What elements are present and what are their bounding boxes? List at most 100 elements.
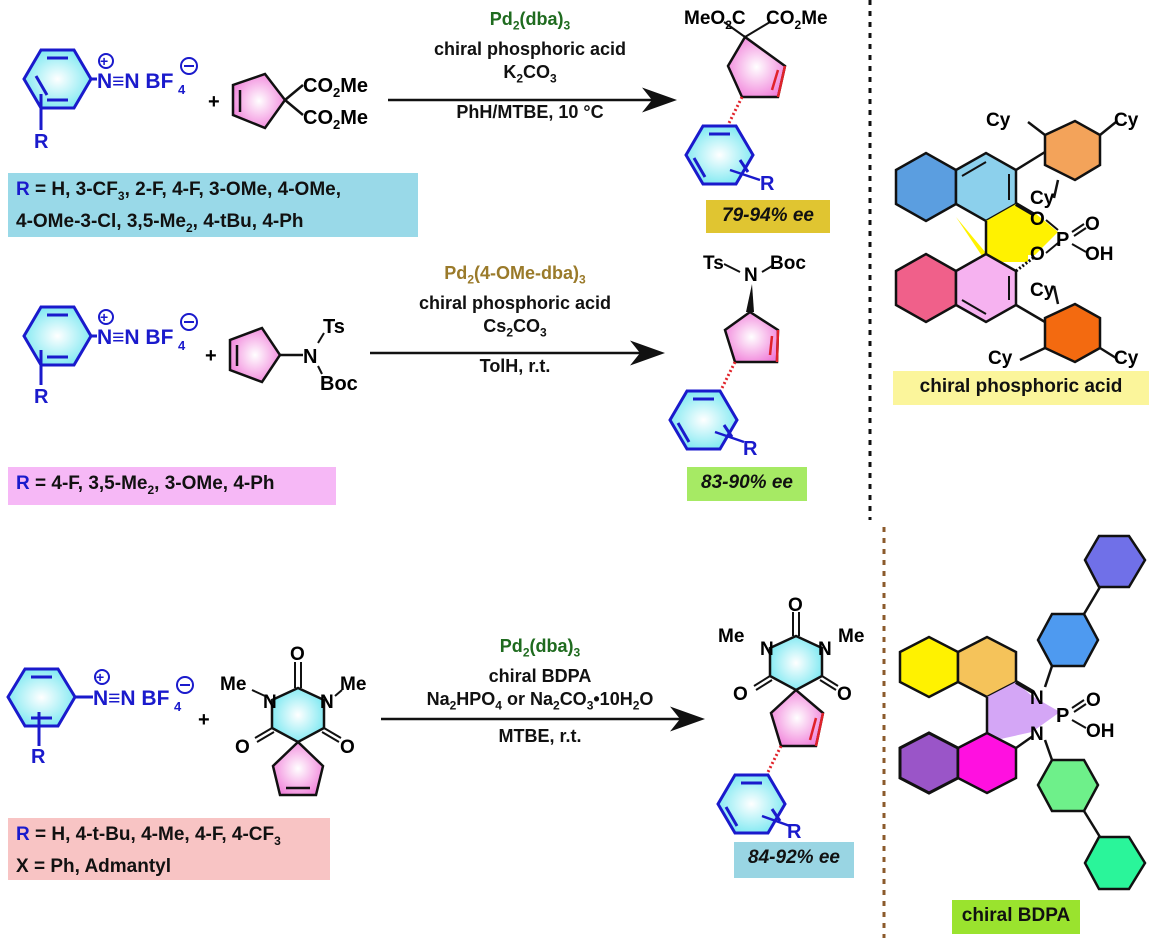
svg-text:+: + [100,309,108,325]
svg-text:Cy: Cy [1030,188,1055,209]
svg-text:P: P [1056,229,1069,251]
chiral-bdpa-structure: N N P O OH [898,534,1147,891]
base-1: K2CO3 [503,61,557,86]
svg-text:O: O [1030,209,1045,230]
svg-text:O: O [837,684,852,705]
svg-text:Cy: Cy [1114,348,1139,369]
svg-text:Cy: Cy [1114,110,1139,131]
scope-x-line: X = Ph, Admantyl [16,855,172,877]
scope-r-label: R [16,179,30,200]
svg-text:O: O [340,737,355,758]
scope-box-3: R = H, 4-t-Bu, 4-Me, 4-F, 4-CF3 X = Ph, … [8,818,330,880]
base-2: Cs2CO3 [483,315,547,340]
ee-badge-3: 84-92% ee [734,842,854,878]
aryl-diazonium-3: R N≡N BF 4 + [6,667,194,768]
reaction-1: R N≡N BF 4 + + CO2Me CO2Me MeO2C CO [22,8,828,195]
svg-text:Cy: Cy [986,110,1011,131]
svg-text:+: + [100,53,108,69]
svg-text:R: R [31,746,46,768]
svg-text:Boc: Boc [320,373,358,395]
svg-text:R: R [787,821,802,843]
diazonium-text: N≡N BF [97,70,174,93]
svg-text:O: O [1030,244,1045,265]
chiral-phosphoric-acid-structure: O O P O OH Cy Cy Cy Cy Cy Cy [894,110,1139,369]
svg-text:N: N [263,692,277,713]
spiro-barbiturate: O N N Me Me O O [220,644,366,797]
svg-text:+: + [96,669,104,685]
conditions-2: Pd2(4-OMe-dba)3 chiral phosphoric acid C… [380,262,650,378]
svg-text:R: R [34,386,49,408]
svg-text:R: R [760,173,775,195]
svg-text:CO2Me: CO2Me [766,8,828,32]
svg-text:R: R [743,438,758,460]
plus-sign: + [208,91,220,113]
svg-text:Me: Me [718,626,744,647]
svg-text:N: N [1030,724,1044,745]
catalyst-3: Pd2(dba)3 [499,636,581,660]
svg-text:Cy: Cy [1030,280,1055,301]
ligand-2: chiral phosphoric acid [418,292,612,313]
conditions-3: Pd2(dba)3 chiral BDPA Na2HPO4 or Na2CO3•… [380,635,700,748]
scope-r-label: R [16,824,30,845]
svg-text:N: N [1030,688,1044,709]
product-1: MeO2C CO2Me R [684,8,828,195]
svg-text:N: N [320,692,334,713]
ee-badge-1: 79-94% ee [706,200,830,233]
ligand-1: chiral phosphoric acid [433,38,627,59]
svg-text:N: N [744,265,758,286]
catalyst-label-cpa: chiral phosphoric acid [893,371,1149,405]
catalyst-label-bdpa: chiral BDPA [952,900,1080,934]
aryl-diazonium-1: R N≡N BF 4 + [22,48,198,153]
svg-text:4: 4 [174,699,182,714]
svg-text:N: N [760,639,774,660]
svg-text:Cy: Cy [988,348,1013,369]
svg-text:4: 4 [178,338,186,353]
svg-text:+: + [205,345,217,367]
svg-text:Me: Me [220,674,246,695]
conditions-1: Pd2(dba)3 chiral phosphoric acid K2CO3 P… [395,8,665,124]
svg-text:O: O [1085,214,1100,235]
svg-text:Me: Me [340,674,366,695]
svg-text:N: N [303,346,317,368]
catalyst-2: Pd2(4-OMe-dba)3 [444,263,586,287]
svg-text:CO2Me: CO2Me [303,75,368,100]
svg-text:N: N [818,639,832,660]
base-3: Na2HPO4 or Na2CO3•10H2O [426,688,654,713]
solvent-2: TolH, r.t. [479,356,551,377]
r-substituent: R [34,131,49,153]
svg-text:MeO2C: MeO2C [684,8,746,32]
solvent-1: PhH/MTBE, 10 °C [456,102,604,123]
scope-r-label: R [16,473,30,494]
svg-text:O: O [733,684,748,705]
svg-text:OH: OH [1085,244,1114,265]
svg-text:Ts: Ts [703,253,724,274]
cyclopentene-diester: CO2Me CO2Me [231,72,368,132]
svg-text:N≡N BF: N≡N BF [97,326,174,349]
svg-text:O: O [788,595,803,616]
svg-text:+: + [198,709,210,731]
svg-text:P: P [1056,705,1069,727]
product-3: O N N Me Me O O R [716,595,864,843]
svg-text:N≡N BF: N≡N BF [93,687,170,710]
svg-text:O: O [235,737,250,758]
svg-text:Me: Me [838,626,864,647]
product-2: Ts N Boc R [668,253,806,460]
svg-text:OH: OH [1086,721,1115,742]
svg-text:Boc: Boc [770,253,806,274]
svg-text:Ts: Ts [323,316,345,338]
svg-text:4: 4 [178,82,186,97]
reaction-3: R N≡N BF 4 + + O N N Me Me O [6,595,864,843]
cyclopentenyl-amine: N Ts Boc [228,316,358,395]
scope-box-1: R = H, 3-CF3, 2-F, 4-F, 3-OMe, 4-OMe, 4-… [8,173,418,237]
scope-box-2: R = 4-F, 3,5-Me2, 3-OMe, 4-Ph [8,467,336,505]
catalyst-1: Pd2(dba)3 [489,9,571,33]
reaction-2: R N≡N BF 4 + + N Ts Boc Ts N Boc [22,253,806,460]
solvent-3: MTBE, r.t. [498,726,582,747]
svg-text:O: O [290,644,305,665]
ee-badge-2: 83-90% ee [687,467,807,501]
svg-text:O: O [1086,690,1101,711]
aryl-diazonium-2: R N≡N BF 4 + [22,305,198,408]
svg-text:CO2Me: CO2Me [303,107,368,132]
ligand-3: chiral BDPA [488,665,592,686]
